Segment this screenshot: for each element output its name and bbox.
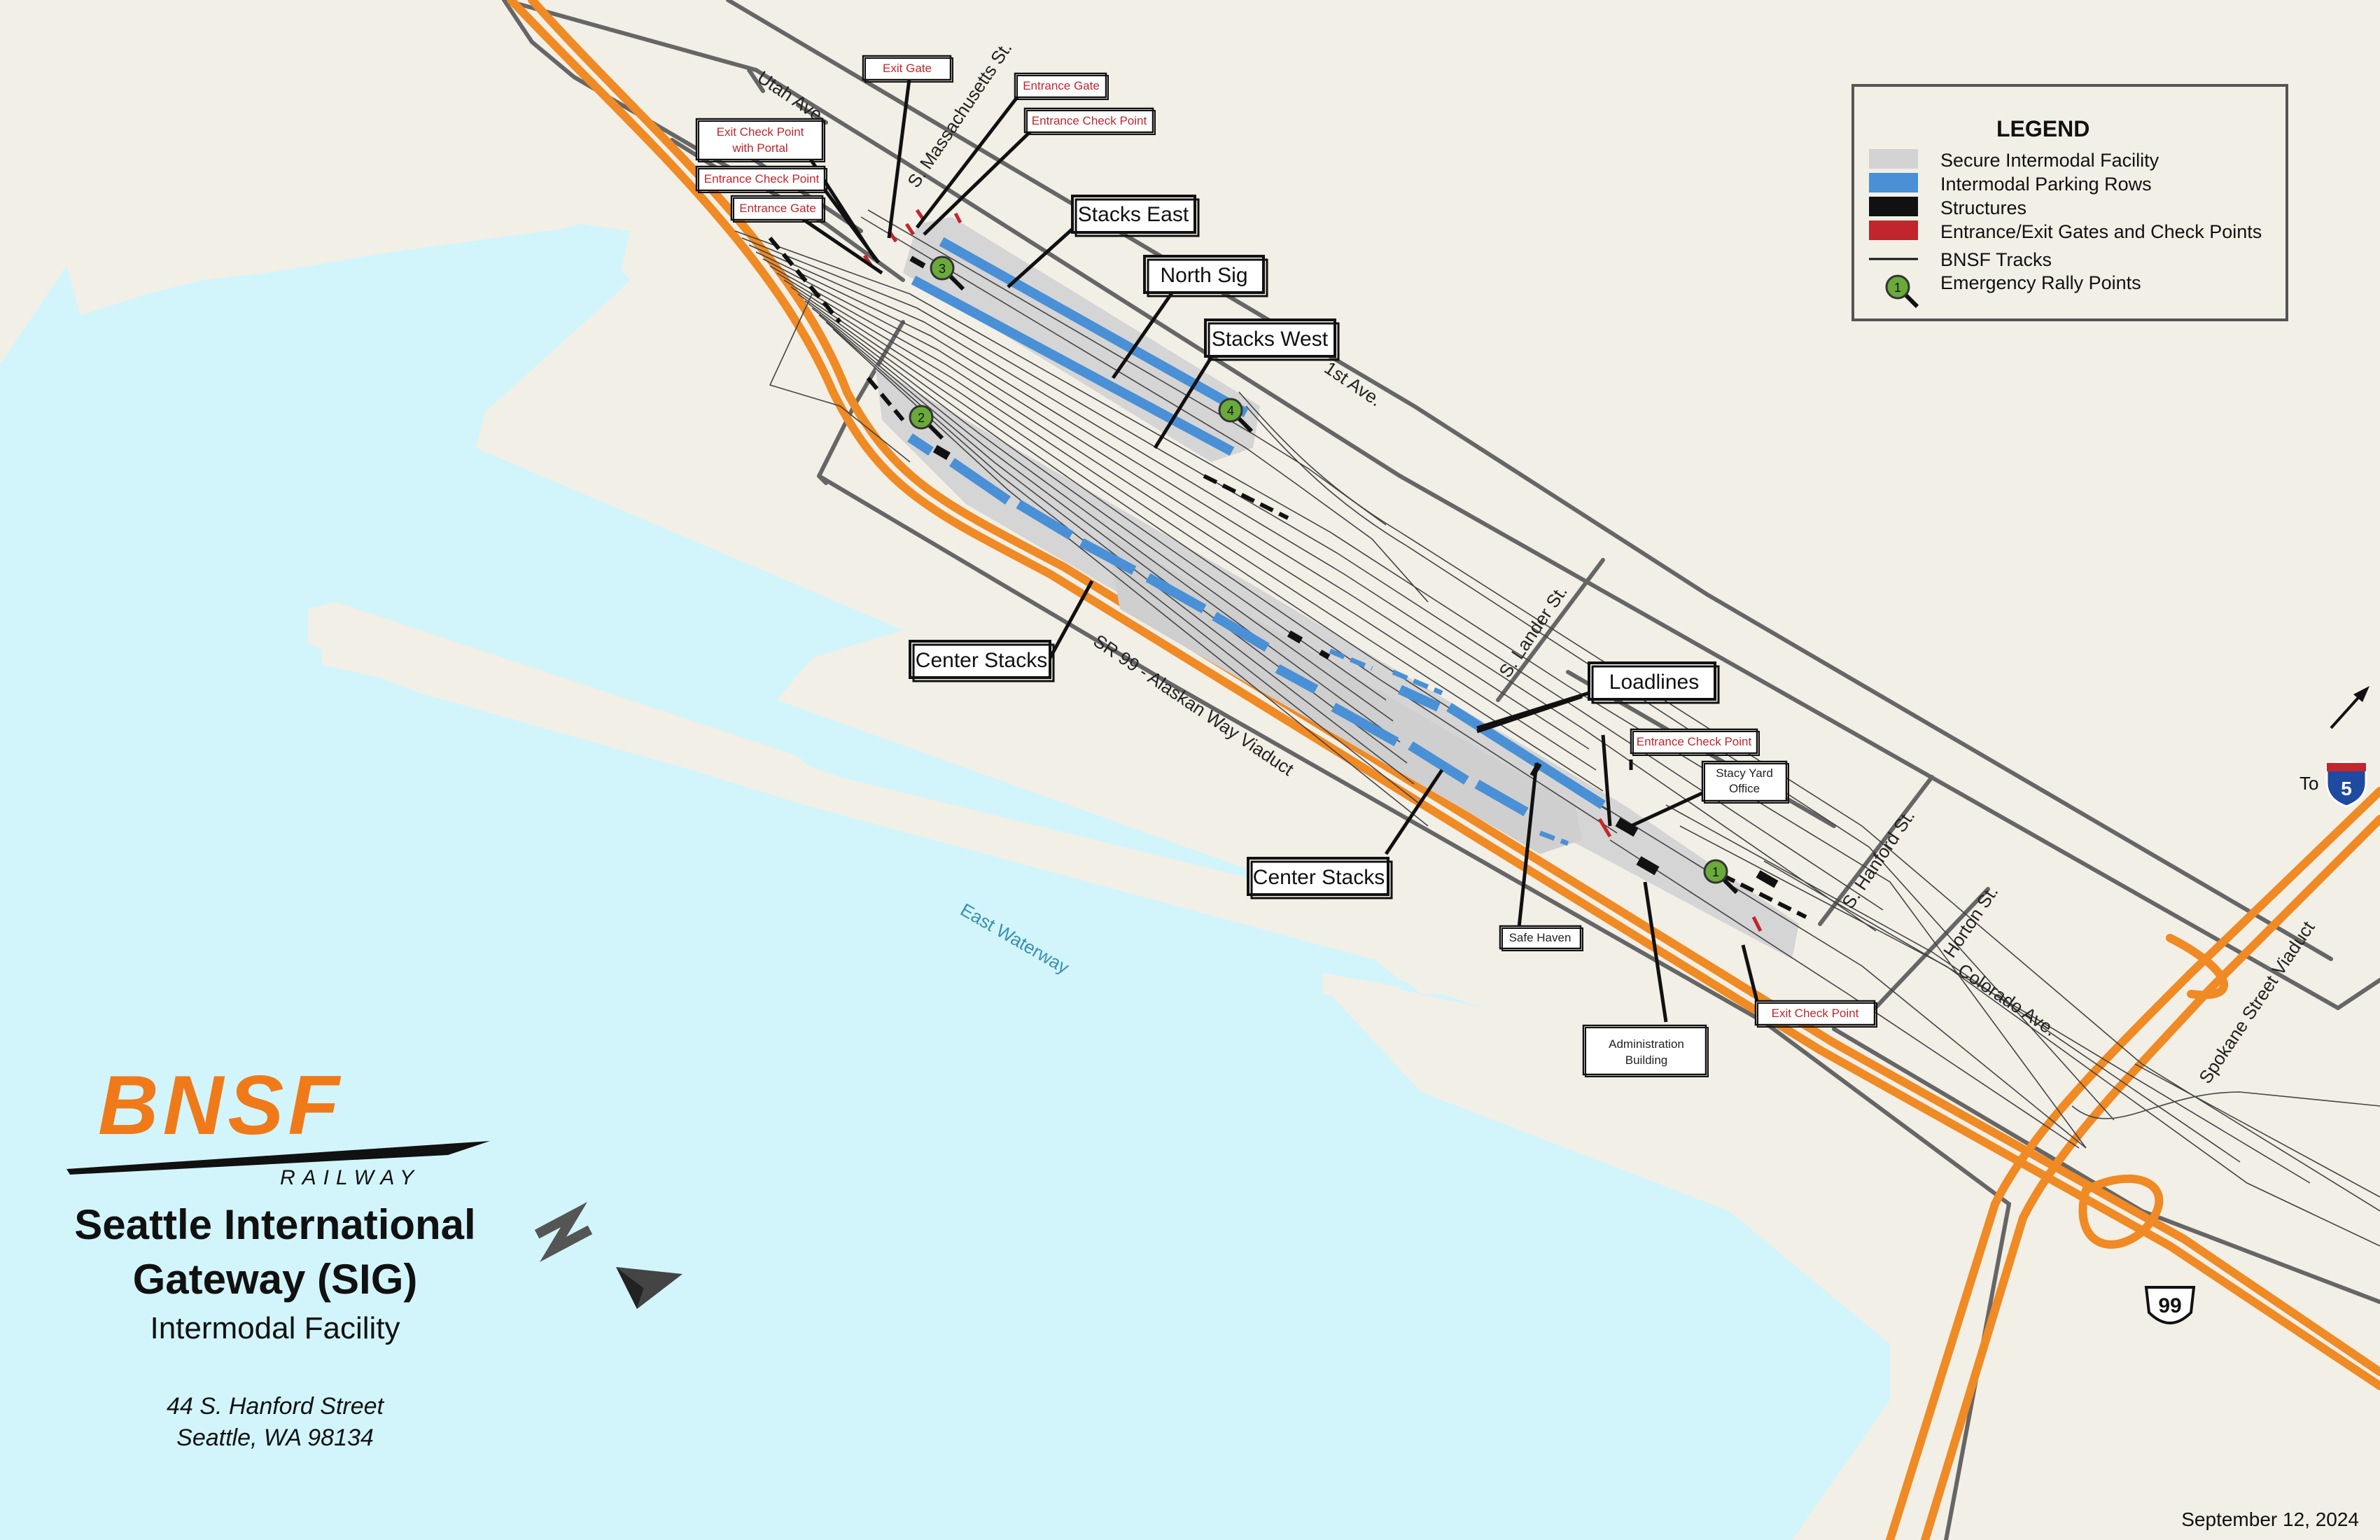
callout-center-stacks-1: Center Stacks (909, 640, 1055, 682)
sr-99-shield-icon: 99 (2144, 1286, 2196, 1324)
admin-line2: Building (1625, 1054, 1668, 1067)
map-date: September 12, 2024 (2181, 1508, 2359, 1530)
bnsf-tagline: RAILWAY (280, 1166, 421, 1189)
callout-center-stacks-2: Center Stacks (1247, 857, 1393, 899)
north-arrow-icon (534, 1201, 682, 1309)
callout-entrance-gate-top: Entrance Gate (1014, 72, 1109, 100)
legend-tracks-label: BNSF Tracks (1940, 249, 2052, 270)
legend-swatch-secure (1869, 149, 1918, 169)
title-line1: Seattle International (74, 1201, 475, 1248)
entrance-check-right-label: Entrance Check Point (1637, 735, 1752, 748)
address-line2: Seattle, WA 98134 (176, 1424, 374, 1451)
exit-check-portal-line2: with Portal (732, 141, 788, 155)
legend-heading: LEGEND (1996, 116, 2090, 141)
exit-check-portal-line1: Exit Check Point (717, 125, 804, 139)
loadlines-label: Loadlines (1609, 671, 1699, 694)
callout-exit-check-portal: Exit Check Point with Portal (695, 118, 825, 162)
title-line2: Gateway (SIG) (133, 1256, 418, 1303)
center-stacks-1-label: Center Stacks (916, 649, 1047, 672)
title-subtitle: Intermodal Facility (150, 1311, 400, 1345)
structures (909, 255, 1779, 888)
callout-entrance-check-right: Entrance Check Point (1630, 728, 1760, 756)
callout-admin-building: Administration Building (1582, 1024, 1709, 1077)
rally-point-pin-icon: 1 (1703, 859, 1739, 895)
callout-exit-check-right: Exit Check Point (1754, 1000, 1877, 1028)
gate-callouts: Exit Gate Entrance Gate Entrance Check P… (695, 55, 1877, 1077)
entrance-check-top-label: Entrance Check Point (1032, 114, 1147, 127)
rally-point-pin-icon: 4 (1218, 398, 1254, 433)
entrance-gate-left-label: Entrance Gate (739, 202, 816, 215)
rally-point-pin-icon: 2 (909, 405, 944, 440)
safe-haven-label: Safe Haven (1509, 931, 1572, 944)
structures-dashed (768, 237, 1807, 919)
legend-structures-label: Structures (1940, 197, 2026, 218)
callout-entrance-gate-left: Entrance Gate (730, 195, 825, 223)
entrance-check-left-label: Entrance Check Point (704, 172, 820, 186)
legend-parking-label: Intermodal Parking Rows (1940, 174, 2152, 195)
callout-north-sig: North Sig (1143, 255, 1268, 298)
sr-99-number: 99 (2158, 1294, 2181, 1317)
entrance-gate-top-label: Entrance Gate (1023, 79, 1100, 92)
area-callouts: Stacks East North Sig Stacks West Center… (909, 195, 1720, 899)
north-sig-label: North Sig (1160, 264, 1247, 287)
pier-land (322, 625, 1428, 959)
legend-gates-label: Entrance/Exit Gates and Check Points (1940, 221, 2262, 242)
center-stacks-2-label: Center Stacks (1253, 866, 1385, 889)
callout-stacks-west: Stacks West (1204, 318, 1340, 361)
legend-rally-number: 1 (1894, 281, 1901, 295)
callout-entrance-check-top: Entrance Check Point (1023, 107, 1156, 135)
callout-entrance-check-left: Entrance Check Point (695, 165, 827, 193)
stacy-yard-line2: Office (1729, 782, 1760, 795)
address-line1: 44 S. Hanford Street (167, 1393, 385, 1420)
admin-line1: Administration (1609, 1037, 1684, 1051)
callout-loadlines: Loadlines (1588, 662, 1720, 704)
legend-rally-label: Emergency Rally Points (1940, 272, 2141, 293)
rally-point-label: 3 (939, 262, 946, 276)
interstate-number: 5 (2341, 778, 2352, 799)
stacks-east-label: Stacks East (1078, 203, 1189, 226)
stacks-west-label: Stacks West (1212, 328, 1329, 351)
legend-swatch-gates (1869, 220, 1918, 240)
callout-safe-haven: Safe Haven (1499, 925, 1583, 951)
title-block: Seattle International Gateway (SIG) Inte… (74, 1201, 475, 1451)
stacy-yard-line1: Stacy Yard (1716, 766, 1773, 780)
to-label: To (2300, 773, 2318, 794)
legend-secure-label: Secure Intermodal Facility (1940, 150, 2160, 171)
interstate-5-shield-icon: 5 (2325, 761, 2367, 808)
rally-point-pin-icon: 1 (1885, 274, 1919, 309)
callout-stacks-east: Stacks East (1071, 195, 1200, 237)
bnsf-brand: BNSF (98, 1058, 344, 1152)
exit-gate-label: Exit Gate (883, 62, 932, 75)
legend-swatch-structures (1869, 197, 1918, 216)
direction-arrow-icon (2330, 686, 2370, 729)
rally-point-pin-icon: 3 (930, 255, 965, 291)
legend-swatch-parking (1869, 173, 1918, 192)
parking-rows-dashed (1329, 648, 1569, 846)
legend: LEGEND Secure Intermodal Facility Interm… (1851, 84, 2288, 321)
rally-point-label: 4 (1227, 404, 1234, 418)
exit-check-right-label: Exit Check Point (1772, 1007, 1859, 1020)
rally-points: 1 2 3 4 (909, 255, 1739, 895)
bnsf-logo: BNSF RAILWAY (66, 1058, 490, 1189)
bnsf-tracks (734, 209, 2380, 1247)
callout-stacy-yard-office: Stacy Yard Office (1701, 760, 1789, 804)
callout-exit-gate: Exit Gate (862, 55, 953, 83)
rally-point-label: 1 (1712, 865, 1719, 879)
highways (507, 0, 2380, 1540)
rally-point-label: 2 (918, 411, 925, 425)
